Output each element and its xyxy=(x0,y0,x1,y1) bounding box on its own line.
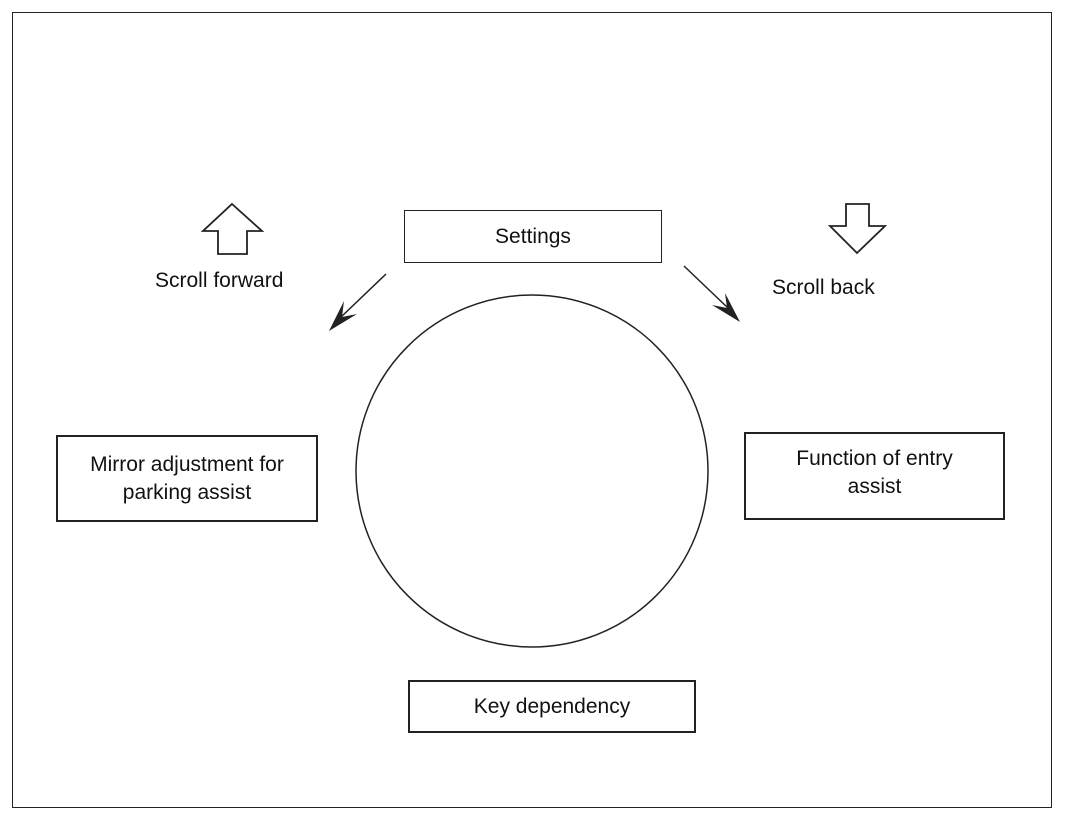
key-dependency-node: Key dependency xyxy=(408,680,696,733)
selector-ring xyxy=(355,294,709,648)
scroll-back-pointer-arrow xyxy=(683,265,740,322)
entry-assist-node: Function of entry assist xyxy=(744,432,1005,520)
settings-node: Settings xyxy=(404,210,662,263)
hollow-up-arrow-icon xyxy=(200,202,265,255)
key-dependency-node-label: Key dependency xyxy=(473,694,631,718)
settings-node-label: Settings xyxy=(495,224,571,248)
scroll-forward-pointer-arrow xyxy=(329,273,387,331)
diagram-frame xyxy=(12,12,1052,808)
hollow-down-arrow-icon xyxy=(827,203,888,255)
mirror-adjustment-node-label: Mirror adjustment for parking assist xyxy=(90,452,284,504)
entry-assist-node-label: Function of entry assist xyxy=(796,447,953,498)
scroll-back-label: Scroll back xyxy=(772,276,875,299)
mirror-adjustment-node: Mirror adjustment for parking assist xyxy=(56,435,318,522)
scroll-forward-label: Scroll forward xyxy=(155,269,284,292)
